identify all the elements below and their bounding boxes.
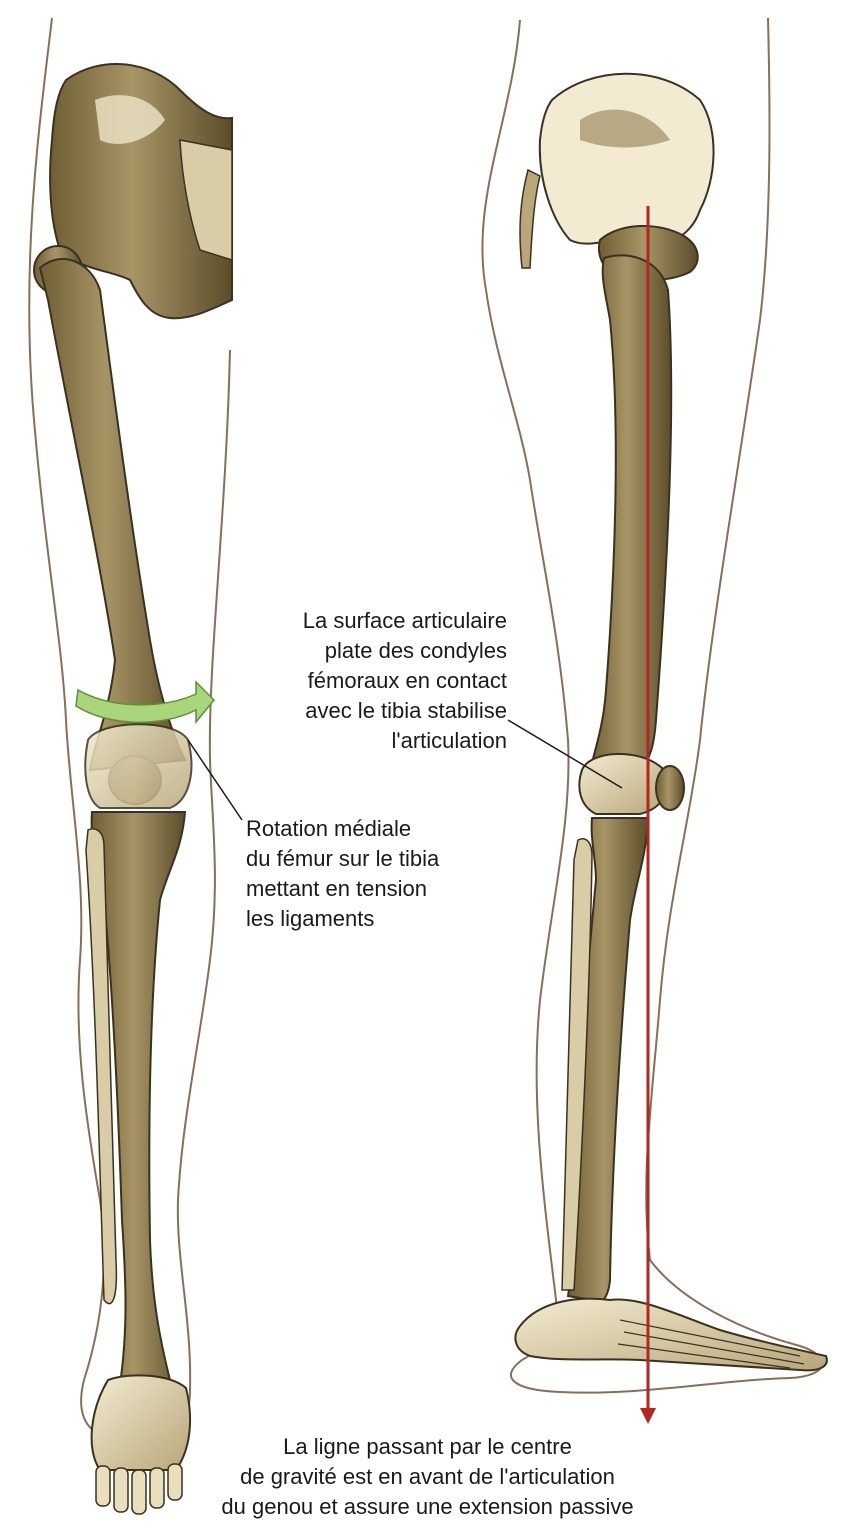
- rotation-label-line: du fémur sur le tibia: [246, 844, 439, 874]
- left-knee-condyles: [85, 724, 191, 808]
- right-pelvis-bone: [540, 74, 714, 244]
- coccyx-bone: [520, 170, 540, 268]
- rotation-label-line: mettant en tension: [246, 874, 439, 904]
- rotation-leader-line: [188, 740, 242, 820]
- condyles-label-line: fémoraux en contact: [303, 666, 507, 696]
- right-leg-lateral-view: [482, 18, 826, 1424]
- rotation-label-line: les ligaments: [246, 904, 439, 934]
- left-femur: [40, 259, 185, 770]
- gravity-label-line: La ligne passant par le centre: [0, 1432, 855, 1462]
- condyles-label-line: l'articulation: [303, 726, 507, 756]
- right-patella: [656, 766, 684, 810]
- gravity-label-line: de gravité est en avant de l'articulatio…: [0, 1462, 855, 1492]
- gravity-label-line: du genou et assure une extension passive: [0, 1492, 855, 1522]
- condyles-label: La surface articulaire plate des condyle…: [303, 606, 507, 756]
- condyles-label-line: La surface articulaire: [303, 606, 507, 636]
- rotation-label: Rotation médiale du fémur sur le tibia m…: [246, 814, 439, 934]
- condyles-label-line: avec le tibia stabilise: [303, 696, 507, 726]
- rotation-label-line: Rotation médiale: [246, 814, 439, 844]
- right-femur: [590, 255, 671, 770]
- gravity-label: La ligne passant par le centre de gravit…: [0, 1432, 855, 1522]
- right-femoral-condyles: [579, 754, 666, 814]
- left-leg-anterior-view: [29, 18, 242, 1514]
- condyles-label-line: plate des condyles: [303, 636, 507, 666]
- gravity-arrow-icon: [640, 1408, 656, 1424]
